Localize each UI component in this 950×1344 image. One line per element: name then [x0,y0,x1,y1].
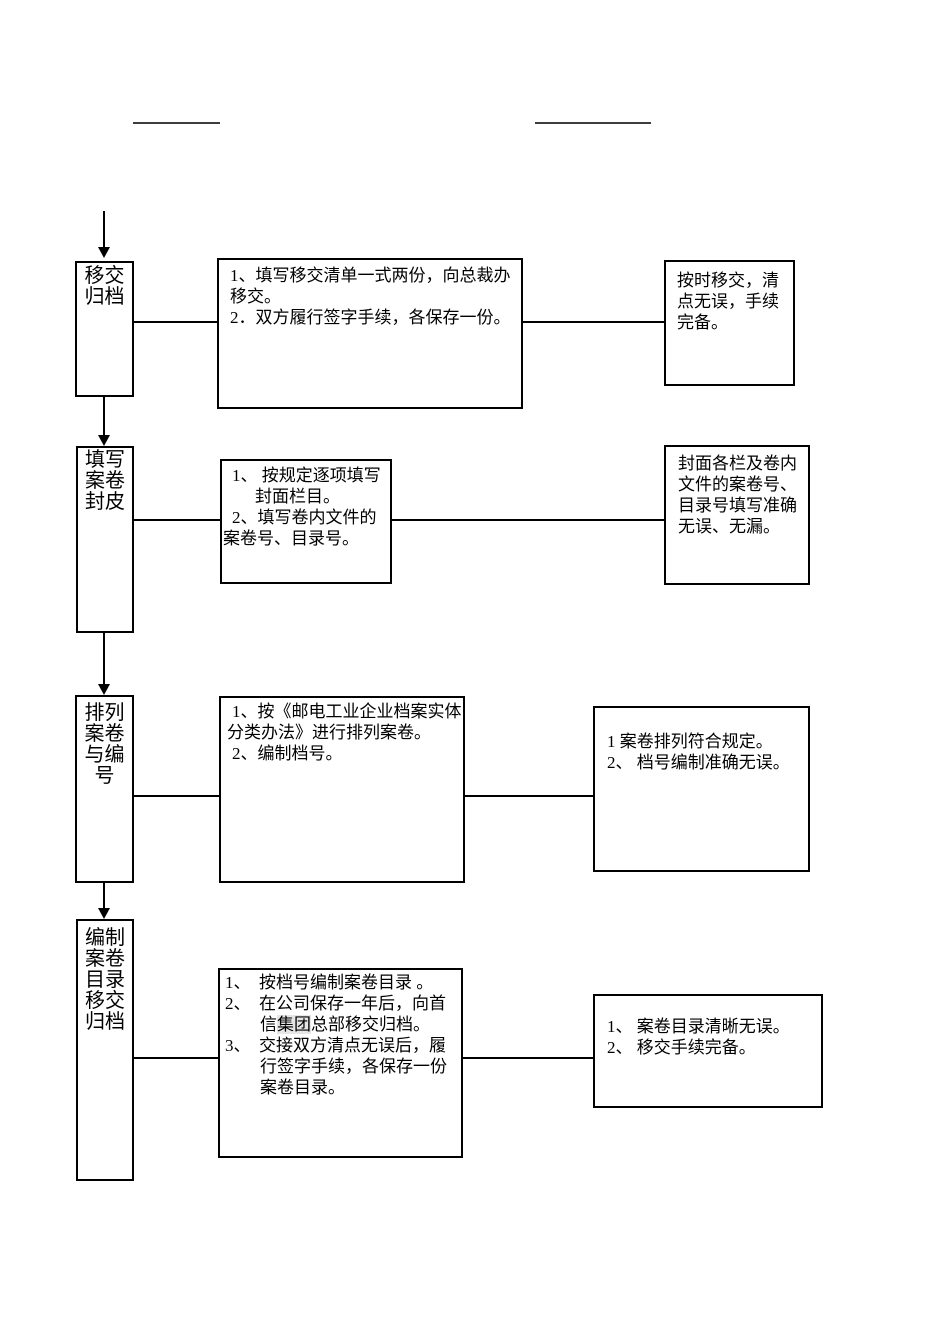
connector-task2-standard2 [392,519,664,521]
stage-label-line: 编制 [85,927,125,949]
standard-text-line: 1、 案卷目录清晰无误。 [607,1017,790,1036]
task-text-line: 3、 交接双方清点无误后，履 [225,1036,446,1055]
stage-label-line: 与编 [84,744,125,766]
stage-label-line: 封皮 [85,491,125,513]
task-text-line: 2、填写卷内文件的 [232,508,377,527]
stage-label-line: 目录 [85,969,125,991]
stage-box-arrange-number: 排列 案卷 与编 号 [75,695,134,883]
standard-text-line: 2、 档号编制准确无误。 [607,753,790,772]
task-text-line: 信集团总部移交归档。 [260,1014,459,1035]
task-box-1: 1、填写移交清单一式两份，向总裁办 移交。 2．双方履行签字手续，各保存一份。 [217,258,523,409]
standard-box-3: 1 案卷排列符合规定。 2、 档号编制准确无误。 [593,706,810,872]
task-text-line: 2．双方履行签字手续，各保存一份。 [230,308,511,327]
standard-text-line: 1 案卷排列符合规定。 [607,732,773,751]
stage-box-catalog-transfer: 编制 案卷 目录 移交 归档 [76,919,134,1181]
task-text-line: 移交。 [230,287,281,306]
task-text-line: 封面栏目。 [255,487,340,506]
stage-label-line: 号 [94,765,115,787]
stage-label-line: 案卷 [85,470,125,492]
standard-text-line: 文件的案卷号、 [678,475,797,494]
connector-stage1-task1 [134,321,217,323]
standard-text-line: 目录号填写准确 [678,496,797,515]
task-text-line: 2、编制档号。 [232,744,343,763]
standard-box-1: 按时移交，清 点无误，手续 完备。 [664,260,795,386]
stage-box-fill-cover: 填写 案卷 封皮 [76,446,134,633]
standard-text-line: 无误、无漏。 [678,517,780,536]
stage-label-line: 归档 [85,1011,125,1033]
standard-text-line: 2、 移交手续完备。 [607,1038,756,1057]
connector-stage4-task4 [134,1057,218,1059]
flow-line-3-4 [103,883,105,909]
arrow-down-icon [98,435,110,446]
arrow-down-icon [98,684,110,695]
stage-label-line: 排列 [84,702,125,724]
connector-stage3-task3 [134,795,219,797]
task-text-line: 案卷目录。 [260,1078,345,1097]
standard-text-line: 按时移交，清 [677,271,779,290]
stage-box-transfer-archive: 移交 归档 [75,261,134,397]
arrow-down-icon [98,247,110,258]
stage-label-line: 案卷 [85,948,125,970]
task-text-line: 2、 在公司保存一年后，向首 [225,994,446,1013]
stage-label-line: 案卷 [84,723,125,745]
task-text-line: 1、 按档号编制案卷目录 。 [225,973,434,992]
task-text-line: 行签字手续，各保存一份 [260,1057,447,1076]
connector-task1-standard1 [523,321,664,323]
task-text-line: 分类办法》进行排列案卷。 [227,723,431,742]
stage-label-line: 移交 [85,990,125,1012]
task-text-line: 1、按《邮电工业企业档案实体 [232,702,462,721]
flow-line-1-2 [103,397,105,436]
task-text-segment: 信 [260,1015,277,1034]
connector-task3-standard3 [465,795,593,797]
stage-label-line: 填写 [85,449,125,471]
blank-underline-left [133,122,220,124]
connector-task4-standard4 [463,1057,593,1059]
task-box-3: 1、按《邮电工业企业档案实体 分类办法》进行排列案卷。 2、编制档号。 [219,696,465,883]
task-text-line: 1、 按规定逐项填写 [232,466,381,485]
task-text-segment: 总部移交归档。 [311,1015,430,1034]
blank-underline-right [535,122,651,124]
task-text-line: 案卷号、目录号。 [223,529,359,548]
arrow-down-icon [98,908,110,919]
standard-box-4: 1、 案卷目录清晰无误。 2、 移交手续完备。 [593,994,823,1108]
connector-stage2-task2 [134,519,220,521]
task-text-line: 1、填写移交清单一式两份，向总裁办 [230,266,511,285]
highlighted-text: 集团 [277,1015,311,1034]
flow-line-entry [103,211,105,248]
standard-box-2: 封面各栏及卷内 文件的案卷号、 目录号填写准确 无误、无漏。 [664,445,810,585]
standard-text-line: 封面各栏及卷内 [678,454,797,473]
standard-text-line: 点无误，手续 [677,292,779,311]
flow-line-2-3 [103,633,105,685]
stage-label-line: 移交 [84,265,125,287]
task-box-2: 1、 按规定逐项填写 封面栏目。 2、填写卷内文件的 案卷号、目录号。 [220,459,392,584]
stage-label-line: 归档 [84,286,125,308]
standard-text-line: 完备。 [677,313,728,332]
task-box-4: 1、 按档号编制案卷目录 。 2、 在公司保存一年后，向首 信集团总部移交归档。… [218,968,463,1158]
